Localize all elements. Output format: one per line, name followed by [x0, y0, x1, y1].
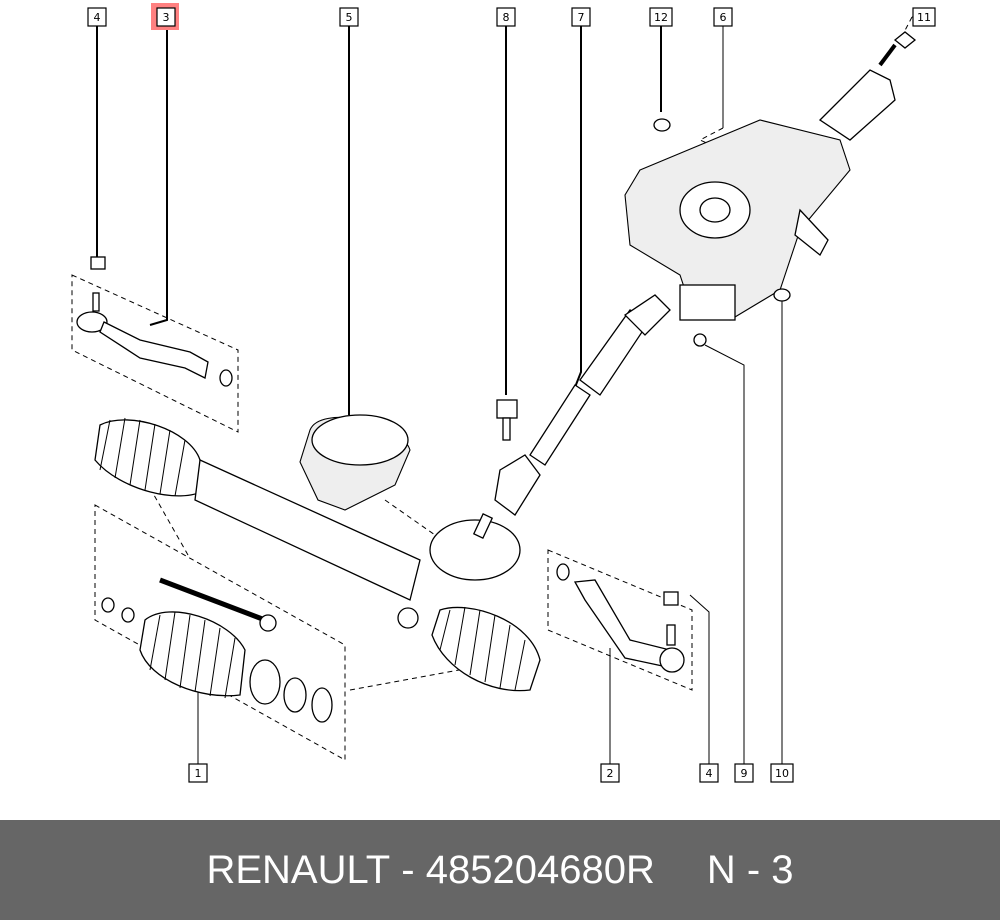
part-number: 485204680R — [425, 847, 655, 892]
callout-label: 12 — [654, 11, 668, 24]
callout-label: 11 — [917, 11, 931, 24]
callout-label: 9 — [741, 767, 748, 780]
callout-5[interactable]: 5 — [339, 7, 359, 27]
callout-label: 7 — [578, 11, 585, 24]
steering-rack — [94, 417, 541, 692]
callout-8[interactable]: 8 — [496, 7, 516, 27]
callout-1[interactable]: 1 — [188, 763, 208, 783]
callout-3-highlighted[interactable]: 3 — [151, 3, 179, 30]
callout-4-top[interactable]: 4 — [87, 7, 107, 27]
callout-label: 10 — [775, 767, 789, 780]
callout-12[interactable]: 12 — [649, 7, 673, 27]
brand-name: RENAULT — [206, 847, 391, 892]
callout-9[interactable]: 9 — [734, 763, 754, 783]
rack-cover — [299, 414, 411, 511]
position-label: N - 3 — [706, 847, 794, 892]
tie-rod-end-left — [76, 256, 233, 387]
callout-label: 4 — [94, 11, 101, 24]
steering-column — [624, 31, 917, 347]
callout-label: 5 — [346, 11, 353, 24]
callout-6[interactable]: 6 — [713, 7, 733, 27]
callout-2[interactable]: 2 — [600, 763, 620, 783]
callout-label: 8 — [503, 11, 510, 24]
callout-label: 1 — [195, 767, 202, 780]
dashed-group-outlines — [71, 149, 761, 761]
intermediate-shaft — [494, 294, 671, 516]
callout-4-bottom[interactable]: 4 — [699, 763, 719, 783]
tie-rod-end-right — [556, 563, 685, 673]
separator: - — [390, 847, 426, 892]
callout-label: 6 — [720, 11, 727, 24]
callout-10[interactable]: 10 — [770, 763, 794, 783]
parts-diagram: 4 3 5 8 7 12 6 11 1 2 4 9 10 — [71, 3, 936, 783]
callout-label: 3 — [163, 11, 170, 24]
part-info-footer: RENAULT - 485204680R N - 3 — [0, 820, 1000, 920]
callout-label: 2 — [607, 767, 614, 780]
callout-11[interactable]: 11 — [912, 7, 936, 27]
leader-lines — [96, 16, 915, 764]
callout-label: 4 — [706, 767, 713, 780]
boot-kit — [101, 577, 333, 723]
callout-7[interactable]: 7 — [571, 7, 591, 27]
